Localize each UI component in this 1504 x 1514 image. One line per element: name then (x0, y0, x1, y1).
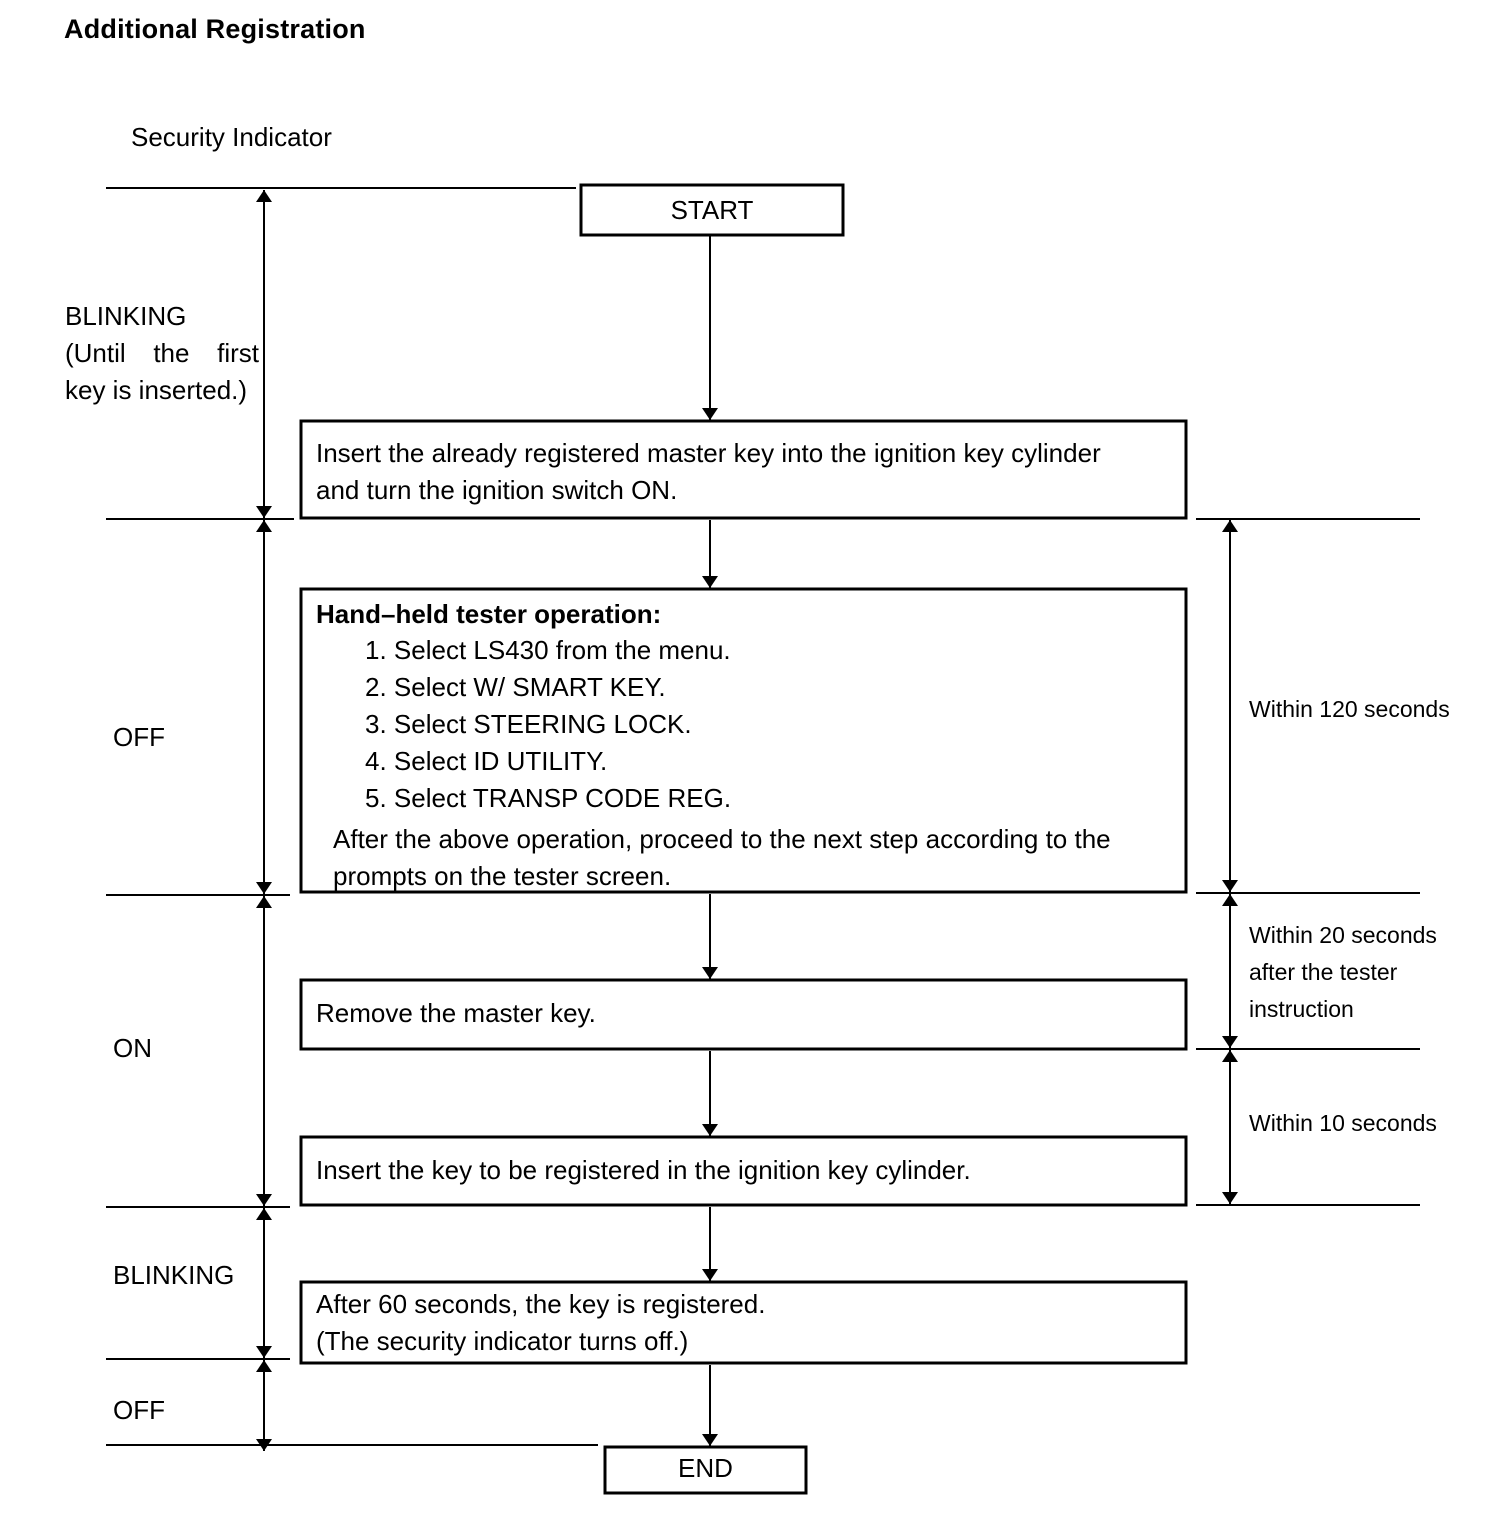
state-blinking-2: BLINKING (113, 1260, 235, 1290)
state-off-1: OFF (113, 722, 165, 752)
state-divider-lines (106, 187, 598, 1446)
insert-new-key-text: Insert the key to be registered in the i… (316, 1155, 971, 1185)
insert-new-key-box (299, 1135, 1188, 1207)
tester-operation-box (299, 587, 1188, 894)
timing-10-label: Within 10 seconds (1249, 1110, 1437, 1136)
security-indicator-header: Security Indicator (131, 122, 332, 152)
state-off-2: OFF (113, 1395, 165, 1425)
timing-20-label: Within 20 seconds after the tester instr… (1249, 922, 1437, 1022)
tester-heading: Hand–held tester operation: (316, 599, 662, 629)
page-title: Additional Registration (64, 14, 366, 44)
tester-step: 5. Select TRANSP CODE REG. (365, 783, 732, 813)
timing-divider-lines (1196, 518, 1420, 1206)
insert-master-text: Insert the already registered master key… (316, 438, 1101, 505)
state-on-1: ON (113, 1033, 152, 1063)
remove-key-box (299, 978, 1188, 1051)
tester-step: 3. Select STEERING LOCK. (365, 709, 692, 739)
tester-steps: 1. Select LS430 from the menu. 2. Select… (316, 632, 1111, 817)
flow-boxes (299, 183, 1188, 1495)
tester-step: 1. Select LS430 from the menu. (365, 635, 731, 665)
end-label: END (678, 1453, 733, 1483)
remove-key-text: Remove the master key. (316, 998, 596, 1028)
end-box (603, 1445, 808, 1495)
timing-120-label: Within 120 seconds (1249, 696, 1450, 722)
insert-master-box (299, 419, 1188, 520)
start-label: START (670, 195, 754, 225)
tester-step: 2. Select W/ SMART KEY. (365, 672, 666, 702)
state-blinking-1: BLINKING (Until the first key is inserte… (65, 301, 259, 405)
tester-step: 4. Select ID UTILITY. (365, 746, 608, 776)
registered-box (299, 1280, 1188, 1365)
start-box (579, 183, 845, 237)
tester-operation-text: Hand–held tester operation: 1. Select LS… (316, 596, 1111, 895)
tester-after-text: After the above operation, proceed to th… (333, 824, 1111, 891)
registered-text: After 60 seconds, the key is registered.… (316, 1289, 766, 1356)
